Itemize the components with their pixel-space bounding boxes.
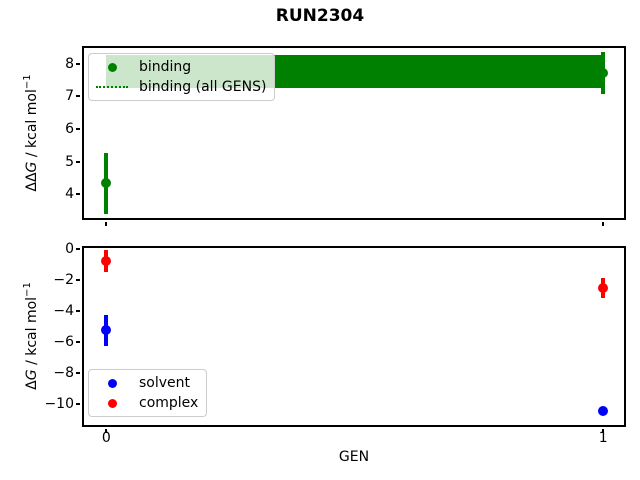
- y-tick-label: −10: [44, 396, 74, 413]
- y-axis-label-ddg: ΔΔG / kcal mol−1: [22, 74, 40, 191]
- y-tick-label: −8: [53, 365, 74, 382]
- y-tick-label: 7: [65, 88, 74, 105]
- legend-row-solvent: solvent: [95, 373, 198, 393]
- y-tick-label: −2: [53, 271, 74, 288]
- solvent-marker-icon: [107, 378, 117, 388]
- ylabel-exponent: −1: [22, 282, 34, 297]
- legend-key: [95, 378, 129, 388]
- legend-dg: solvent complex: [88, 369, 208, 417]
- y-tick: [76, 278, 80, 281]
- x-axis-label: GEN: [338, 449, 370, 465]
- legend-row-binding-all-gens: binding (all GENS): [95, 77, 266, 97]
- y-tick-label: 4: [65, 186, 74, 203]
- x-tick: [105, 222, 108, 226]
- y-tick-label: 0: [65, 240, 74, 257]
- mean-line-binding-all-gens: [106, 70, 604, 73]
- axes-dg: solvent complex GEN 0 −2 −4 −6 −8 −10 0 1: [44, 242, 626, 465]
- legend-row-complex: complex: [95, 393, 198, 413]
- ylabel-delta: ΔΔ: [23, 172, 40, 192]
- x-tick: [105, 429, 108, 433]
- y-tick: [76, 372, 80, 375]
- data-point-complex: [598, 283, 609, 294]
- y-tick-label: 6: [65, 120, 74, 137]
- figure-title: RUN2304: [275, 6, 365, 26]
- legend-label-binding-all-gens: binding (all GENS): [139, 79, 267, 95]
- legend-key: [95, 86, 129, 88]
- legend-label-solvent: solvent: [139, 375, 191, 391]
- ylabel-delta: Δ: [23, 380, 40, 390]
- data-point-solvent: [101, 325, 112, 336]
- y-tick: [76, 95, 80, 98]
- y-tick: [76, 127, 80, 130]
- x-tick: [602, 429, 605, 433]
- y-axis-label-dg: ΔG / kcal mol−1: [22, 282, 40, 390]
- complex-marker-icon: [107, 398, 117, 408]
- y-tick-label: 5: [65, 153, 74, 170]
- legend-row-binding: binding: [95, 57, 266, 77]
- legend-binding: binding binding (all GENS): [88, 53, 276, 101]
- ylabel-symbol: G: [23, 161, 40, 173]
- x-tick-label: 1: [598, 430, 608, 446]
- legend-label-complex: complex: [139, 395, 199, 411]
- y-tick: [76, 340, 80, 343]
- y-tick-label: −4: [53, 302, 74, 319]
- data-point-complex: [101, 256, 112, 267]
- ylabel-units: / kcal mol: [23, 89, 40, 162]
- axes-binding: binding binding (all GENS) 4 5 6 7 8: [65, 46, 626, 226]
- y-tick: [76, 247, 80, 250]
- dotted-line-icon: [96, 86, 128, 88]
- legend-key: [95, 62, 129, 72]
- ylabel-exponent: −1: [22, 74, 34, 90]
- y-tick-label: −6: [53, 333, 74, 350]
- x-tick: [602, 222, 605, 226]
- data-point-solvent: [598, 406, 609, 417]
- y-tick: [76, 62, 80, 65]
- y-tick: [76, 193, 80, 196]
- y-tick: [76, 160, 80, 163]
- data-point-binding: [101, 178, 112, 189]
- ylabel-units: / kcal mol: [23, 296, 40, 370]
- data-point-binding: [598, 68, 609, 79]
- x-tick-label: 0: [101, 430, 111, 446]
- y-tick: [76, 309, 80, 312]
- legend-label-binding: binding: [139, 59, 192, 75]
- ylabel-symbol: G: [23, 369, 40, 381]
- binding-marker-icon: [107, 62, 117, 72]
- legend-key: [95, 398, 129, 408]
- y-tick-label: 8: [65, 55, 74, 72]
- y-tick: [76, 403, 80, 406]
